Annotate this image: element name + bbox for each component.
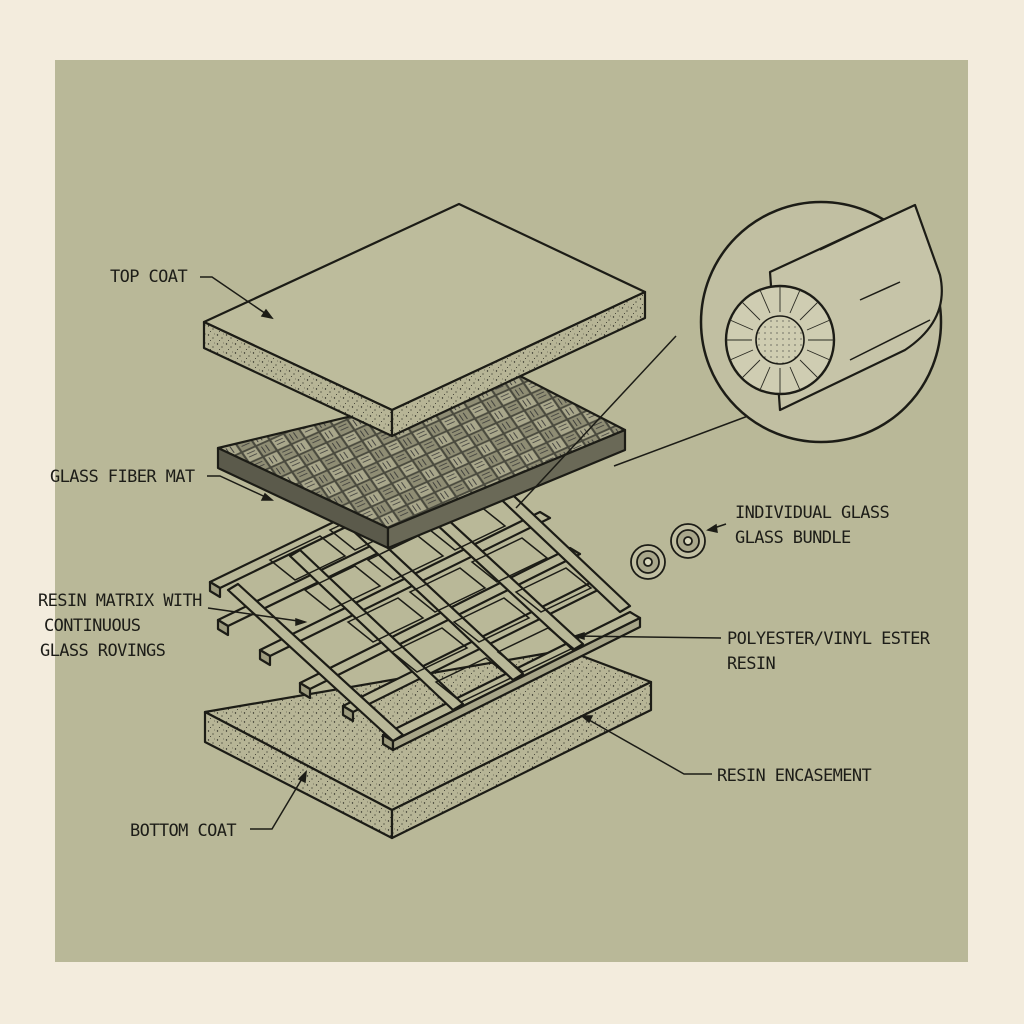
label-bottom-coat: BOTTOM COAT (130, 821, 236, 841)
glass-fiber-mat (216, 374, 627, 550)
label-resin-matrix-line2: CONTINUOUS (44, 616, 141, 636)
leader-lines (200, 276, 727, 830)
label-resin-matrix-line3: GLASS ROVINGS (40, 641, 166, 661)
top-coat-slab (202, 202, 647, 438)
label-individual-glass-line1: INDIVIDUAL GLASS (735, 503, 890, 523)
label-top-coat: TOP COAT (110, 267, 187, 287)
label-polyester-line2: RESIN (727, 654, 776, 674)
label-resin-matrix-line1: RESIN MATRIX WITH (38, 591, 202, 611)
label-individual-glass-line2: GLASS BUNDLE (735, 528, 851, 548)
fiber-zoom-callout (515, 200, 943, 509)
label-glass-fiber-mat: GLASS FIBER MAT (50, 467, 195, 487)
label-resin-encasement: RESIN ENCASEMENT (717, 766, 872, 786)
resin-matrix-grid (208, 454, 642, 752)
glass-bundle-icons (630, 523, 706, 580)
label-polyester-line1: POLYESTER/VINYL ESTER (727, 629, 931, 649)
